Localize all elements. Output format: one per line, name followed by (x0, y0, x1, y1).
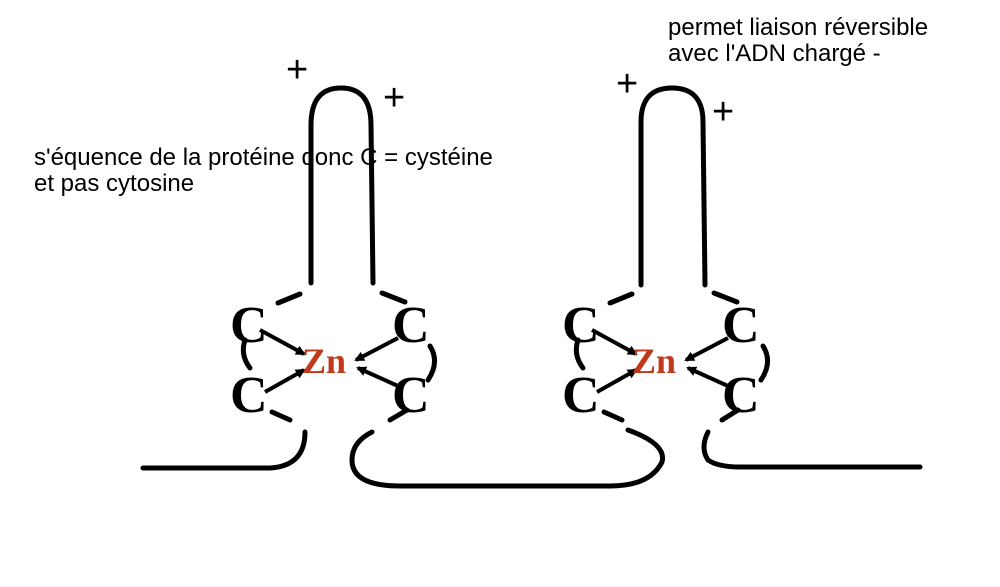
charge-plus-right-2: + (712, 91, 734, 133)
cysteine-right-br: C (722, 367, 760, 424)
cysteine-left-tl: C (230, 297, 268, 354)
finger-dash-left-br (387, 407, 410, 423)
bond-arrow-right-3 (596, 368, 638, 394)
finger-dash-left-bl (269, 409, 293, 423)
annotation-cysteine-line-2: et pas cytosine (34, 170, 195, 197)
zinc-ion-left: Zn (302, 341, 346, 381)
cysteine-right-bl: C (562, 367, 600, 424)
bond-arrow-left-1 (259, 328, 306, 356)
charge-plus-left-2: + (383, 77, 405, 119)
annotation-dna-binding-line-1: permet liaison réversible (668, 14, 929, 41)
zinc-finger-left: C C C C Zn + + (230, 49, 437, 424)
finger-dash-right-bl (601, 409, 625, 423)
bond-arrow-right-2 (684, 336, 729, 362)
zinc-ion-right: Zn (632, 341, 676, 381)
bond-arrow-left-3 (264, 368, 306, 394)
zinc-finger-right: C C C C Zn + + (562, 63, 770, 424)
finger-dash-left-tr (379, 290, 408, 305)
finger-arc-right-l (573, 337, 586, 371)
charge-plus-left-1: + (286, 49, 308, 91)
finger-loop-left (308, 85, 376, 286)
finger-dash-right-tr (711, 290, 740, 305)
finger-dash-right-br (719, 407, 741, 423)
cysteine-right-tr: C (722, 297, 760, 354)
bond-arrow-left-4 (356, 366, 399, 388)
annotation-dna-binding-line-2: avec l'ADN chargé - (668, 40, 881, 67)
annotation-cysteine-note: s'équence de la protéine donc C = cystéi… (34, 145, 493, 197)
bond-arrow-right-4 (686, 366, 729, 388)
cysteine-left-bl: C (230, 367, 268, 424)
annotation-cysteine-line-1: s'équence de la protéine donc C = cystéi… (34, 144, 493, 171)
finger-dash-right-tl (607, 291, 635, 306)
cysteine-right-tl: C (562, 297, 600, 354)
charge-plus-right-1: + (616, 63, 638, 105)
finger-arc-left-r (425, 343, 437, 383)
chain-left-tail (140, 429, 308, 471)
finger-arc-right-r (758, 343, 770, 383)
chain-right-tail (701, 429, 923, 470)
finger-dash-left-tl (275, 291, 303, 306)
protein-chain (140, 427, 923, 489)
cysteine-left-br: C (392, 367, 430, 424)
chain-linker (349, 427, 666, 489)
cysteine-left-tr: C (392, 297, 430, 354)
annotation-dna-binding-note: permet liaison réversible avec l'ADN cha… (668, 15, 928, 67)
finger-arc-left-l (240, 337, 253, 371)
finger-loop-right (638, 85, 708, 288)
bond-arrow-left-2 (354, 336, 399, 362)
bond-arrow-right-1 (591, 328, 638, 356)
